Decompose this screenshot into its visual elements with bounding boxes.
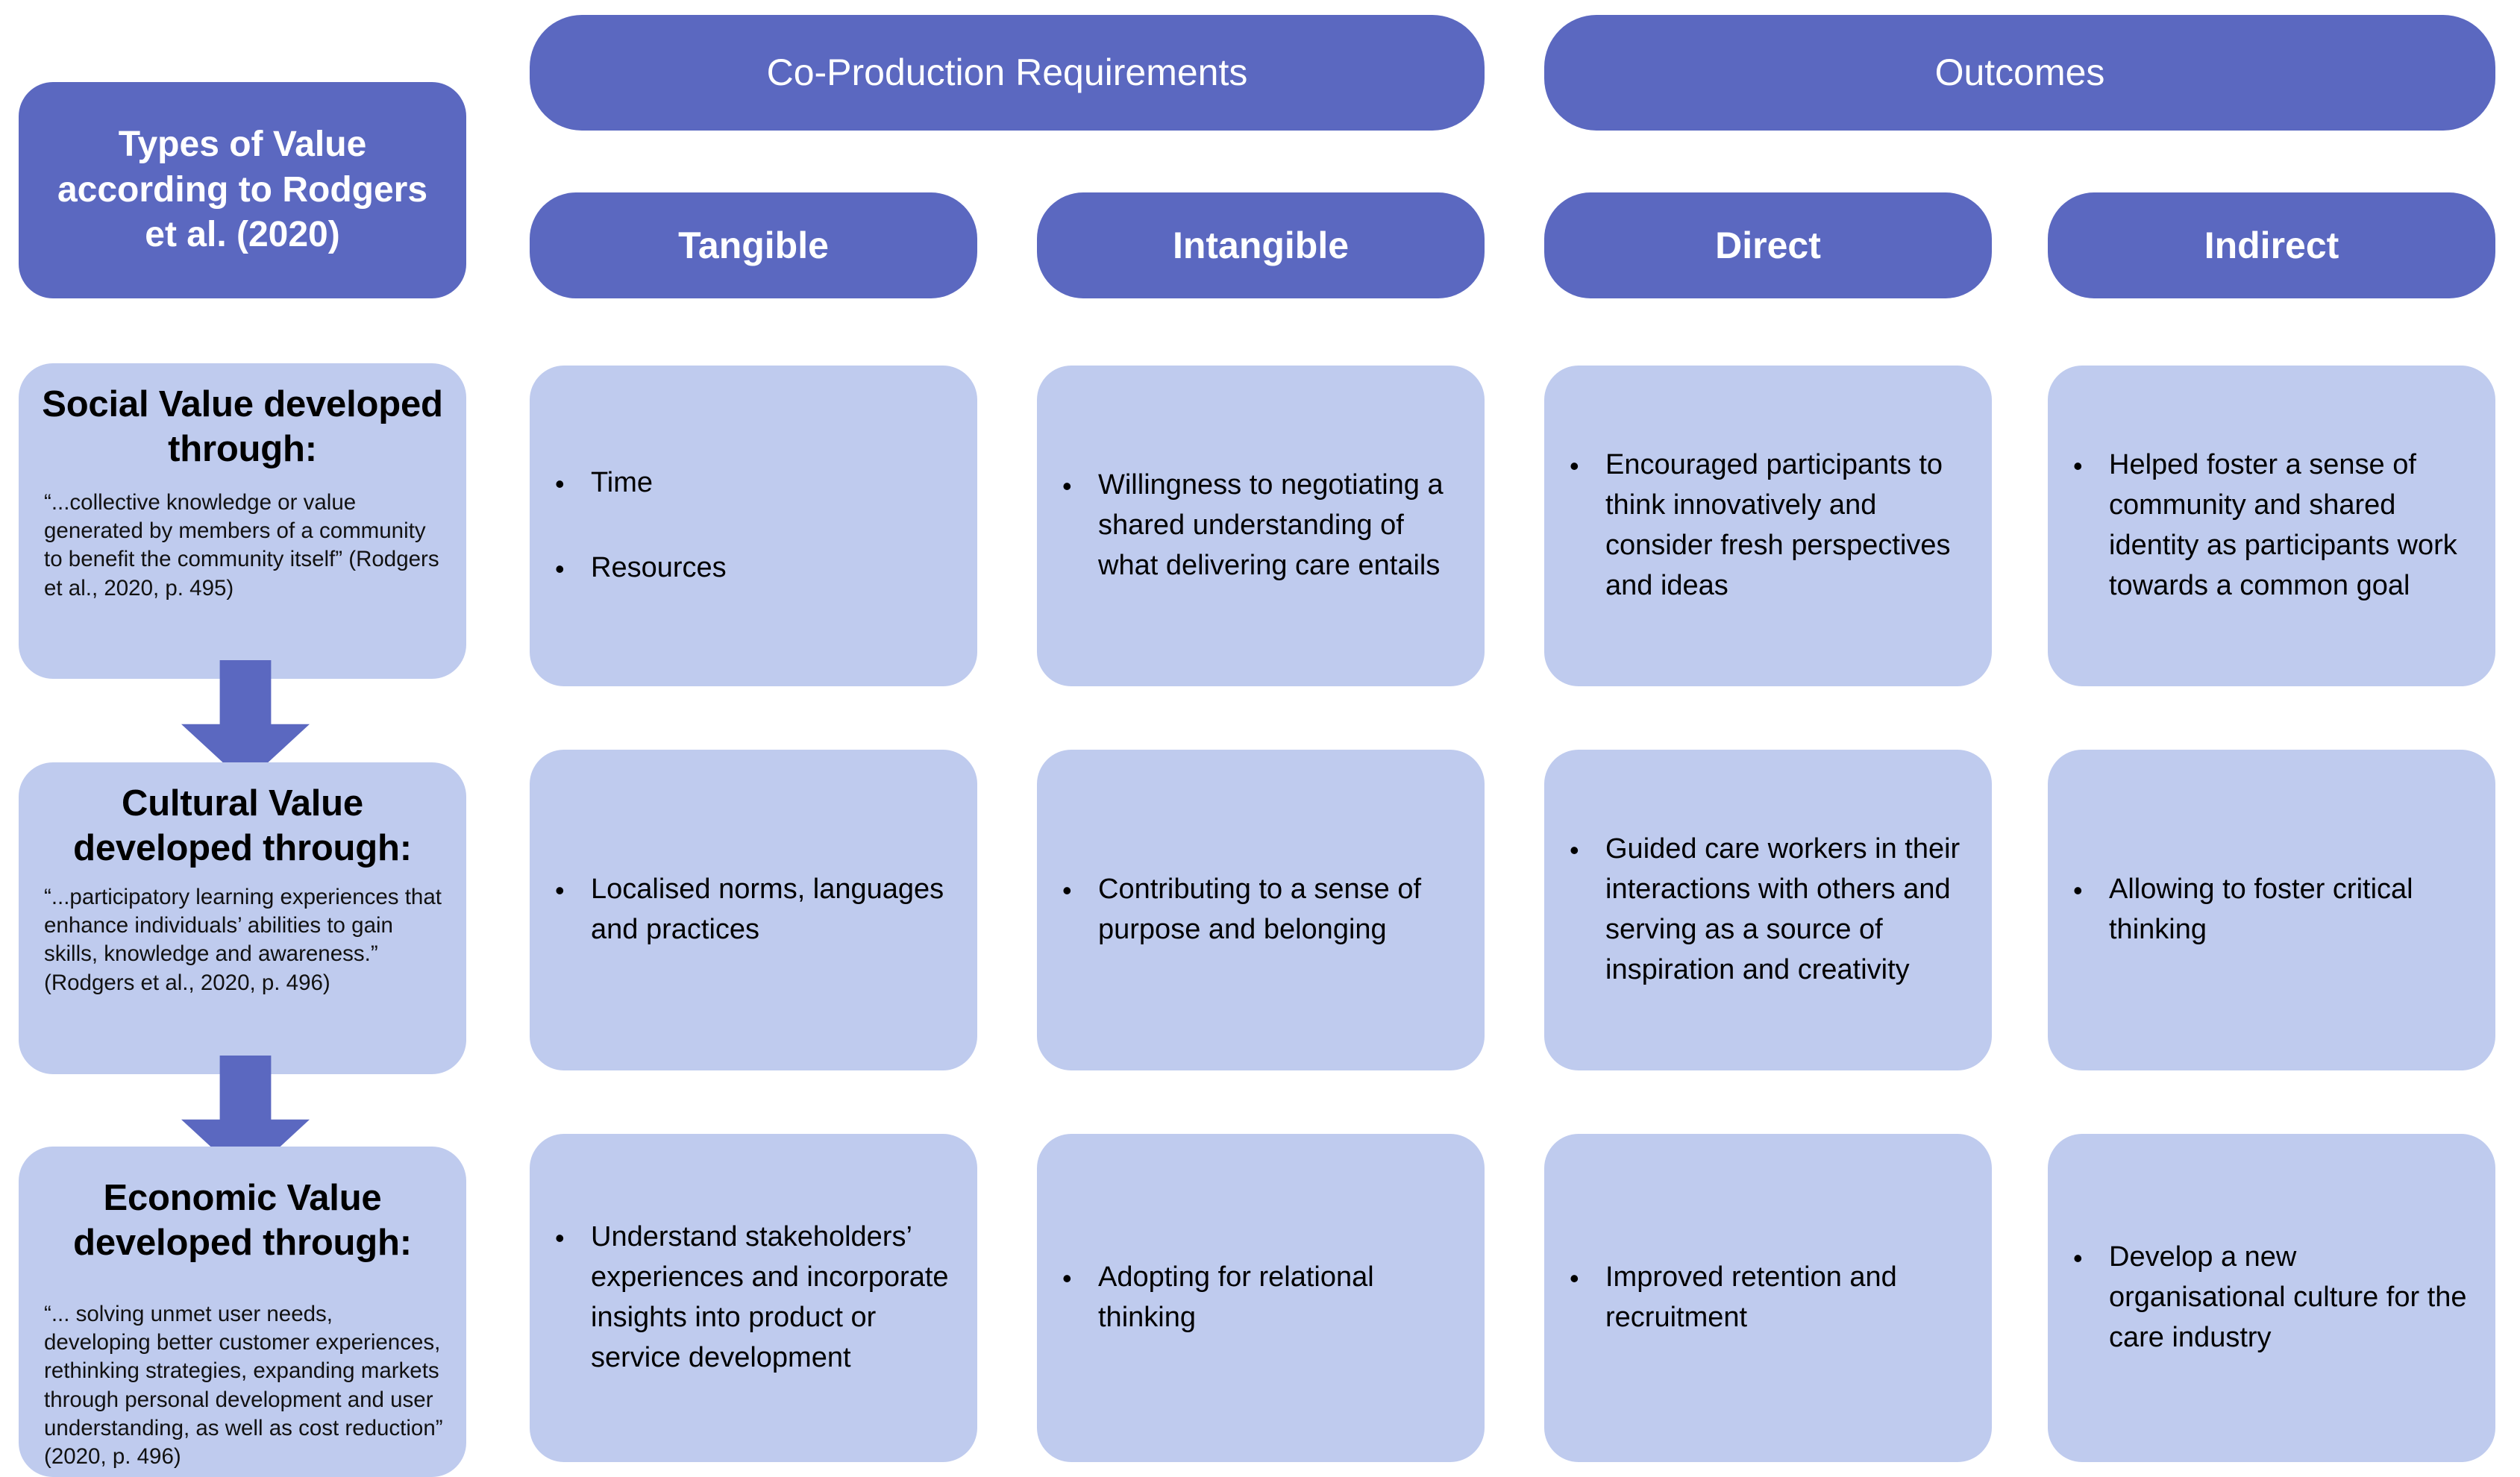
list-item: • Helped foster a sense of community and… — [2073, 445, 2470, 606]
cell-social-tangible: • Time • Resources — [530, 366, 977, 686]
bullet-icon: • — [1570, 451, 1579, 482]
bullet-icon: • — [555, 1223, 565, 1254]
subheader-label: Indirect — [2204, 224, 2339, 266]
cell-cultural-indirect: • Allowing to foster critical thinking — [2048, 750, 2495, 1070]
list-item-text: Understand stakeholders’ experiences and… — [591, 1221, 949, 1373]
list-item-text: Develop a new organisational culture for… — [2109, 1241, 2467, 1353]
row-title: Cultural Value developed through: — [73, 783, 412, 868]
list-item-text: Time — [591, 467, 653, 499]
list-item: • Time — [555, 463, 952, 504]
row-social-value-label-cell: Social Value developed through: “...coll… — [19, 363, 466, 679]
list-item: • Guided care workers in their interacti… — [1570, 830, 1966, 991]
list-item-text: Improved retention and recruitment — [1605, 1261, 1897, 1333]
group-header-label: Co-Production Requirements — [766, 51, 1248, 93]
subheader-label: Intangible — [1172, 224, 1350, 266]
row-quote: “...participatory learning experiences t… — [44, 884, 442, 995]
list-item-text: Localised norms, languages and practices — [591, 874, 944, 945]
list-item-text: Encouraged participants to think innovat… — [1605, 449, 1951, 601]
page-title: Types of Value according to Rodgers et a… — [57, 125, 428, 255]
bullet-icon: • — [555, 554, 565, 584]
corner-title-card: Types of Value according to Rodgers et a… — [19, 82, 466, 298]
cell-cultural-intangible: • Contributing to a sense of purpose and… — [1037, 750, 1485, 1070]
bullet-icon: • — [1570, 1263, 1579, 1294]
list-item: • Allowing to foster critical thinking — [2073, 870, 2470, 950]
bullet-icon: • — [2073, 875, 2083, 906]
subheader-indirect: Indirect — [2048, 192, 2495, 298]
list-item: • Develop a new organisational culture f… — [2073, 1238, 2470, 1358]
subheader-direct: Direct — [1544, 192, 1992, 298]
list-item-text: Resources — [591, 552, 727, 583]
cell-economic-intangible: • Adopting for relational thinking — [1037, 1134, 1485, 1462]
subheader-label: Tangible — [678, 224, 829, 266]
list-item: • Adopting for relational thinking — [1062, 1258, 1459, 1338]
cell-cultural-tangible: • Localised norms, languages and practic… — [530, 750, 977, 1070]
list-item-text: Guided care workers in their interaction… — [1605, 833, 1960, 985]
list-item-text: Helped foster a sense of community and s… — [2109, 449, 2457, 601]
cell-social-intangible: • Willingness to negotiating a shared un… — [1037, 366, 1485, 686]
subheader-intangible: Intangible — [1037, 192, 1485, 298]
group-header-label: Outcomes — [1934, 51, 2105, 93]
bullet-icon: • — [555, 468, 565, 500]
row-quote: “... solving unmet user needs, developin… — [44, 1301, 443, 1470]
row-economic-value-label-cell: Economic Value developed through: “... s… — [19, 1147, 466, 1477]
row-cultural-value-label-cell: Cultural Value developed through: “...pa… — [19, 762, 466, 1074]
group-header-co-production-requirements: Co-Production Requirements — [530, 15, 1485, 131]
list-item-text: Allowing to foster critical thinking — [2109, 874, 2413, 945]
row-quote: “...collective knowledge or value genera… — [44, 489, 439, 600]
list-item: • Contributing to a sense of purpose and… — [1062, 870, 1459, 950]
cell-cultural-direct: • Guided care workers in their interacti… — [1544, 750, 1992, 1070]
subheader-label: Direct — [1715, 224, 1821, 266]
row-title: Economic Value developed through: — [73, 1178, 412, 1263]
list-item-text: Contributing to a sense of purpose and b… — [1098, 874, 1422, 945]
subheader-tangible: Tangible — [530, 192, 977, 298]
list-item: • Localised norms, languages and practic… — [555, 870, 952, 950]
group-header-outcomes: Outcomes — [1544, 15, 2495, 131]
cell-social-direct: • Encouraged participants to think innov… — [1544, 366, 1992, 686]
list-item: • Willingness to negotiating a shared un… — [1062, 465, 1459, 586]
row-title: Social Value developed through: — [42, 384, 443, 469]
cell-economic-indirect: • Develop a new organisational culture f… — [2048, 1134, 2495, 1462]
bullet-icon: • — [1062, 471, 1072, 502]
bullet-icon: • — [1062, 875, 1072, 906]
list-item-text: Willingness to negotiating a shared unde… — [1098, 469, 1444, 581]
bullet-icon: • — [1570, 835, 1579, 866]
list-item: • Understand stakeholders’ experiences a… — [555, 1217, 952, 1379]
list-item: • Improved retention and recruitment — [1570, 1258, 1966, 1338]
list-item: • Resources — [555, 548, 952, 589]
cell-economic-tangible: • Understand stakeholders’ experiences a… — [530, 1134, 977, 1462]
cell-social-indirect: • Helped foster a sense of community and… — [2048, 366, 2495, 686]
bullet-icon: • — [555, 875, 565, 906]
bullet-icon: • — [2073, 1243, 2083, 1274]
bullet-icon: • — [2073, 451, 2083, 482]
bullet-icon: • — [1062, 1263, 1072, 1294]
list-item-text: Adopting for relational thinking — [1098, 1261, 1374, 1333]
cell-economic-direct: • Improved retention and recruitment — [1544, 1134, 1992, 1462]
list-item: • Encouraged participants to think innov… — [1570, 445, 1966, 606]
